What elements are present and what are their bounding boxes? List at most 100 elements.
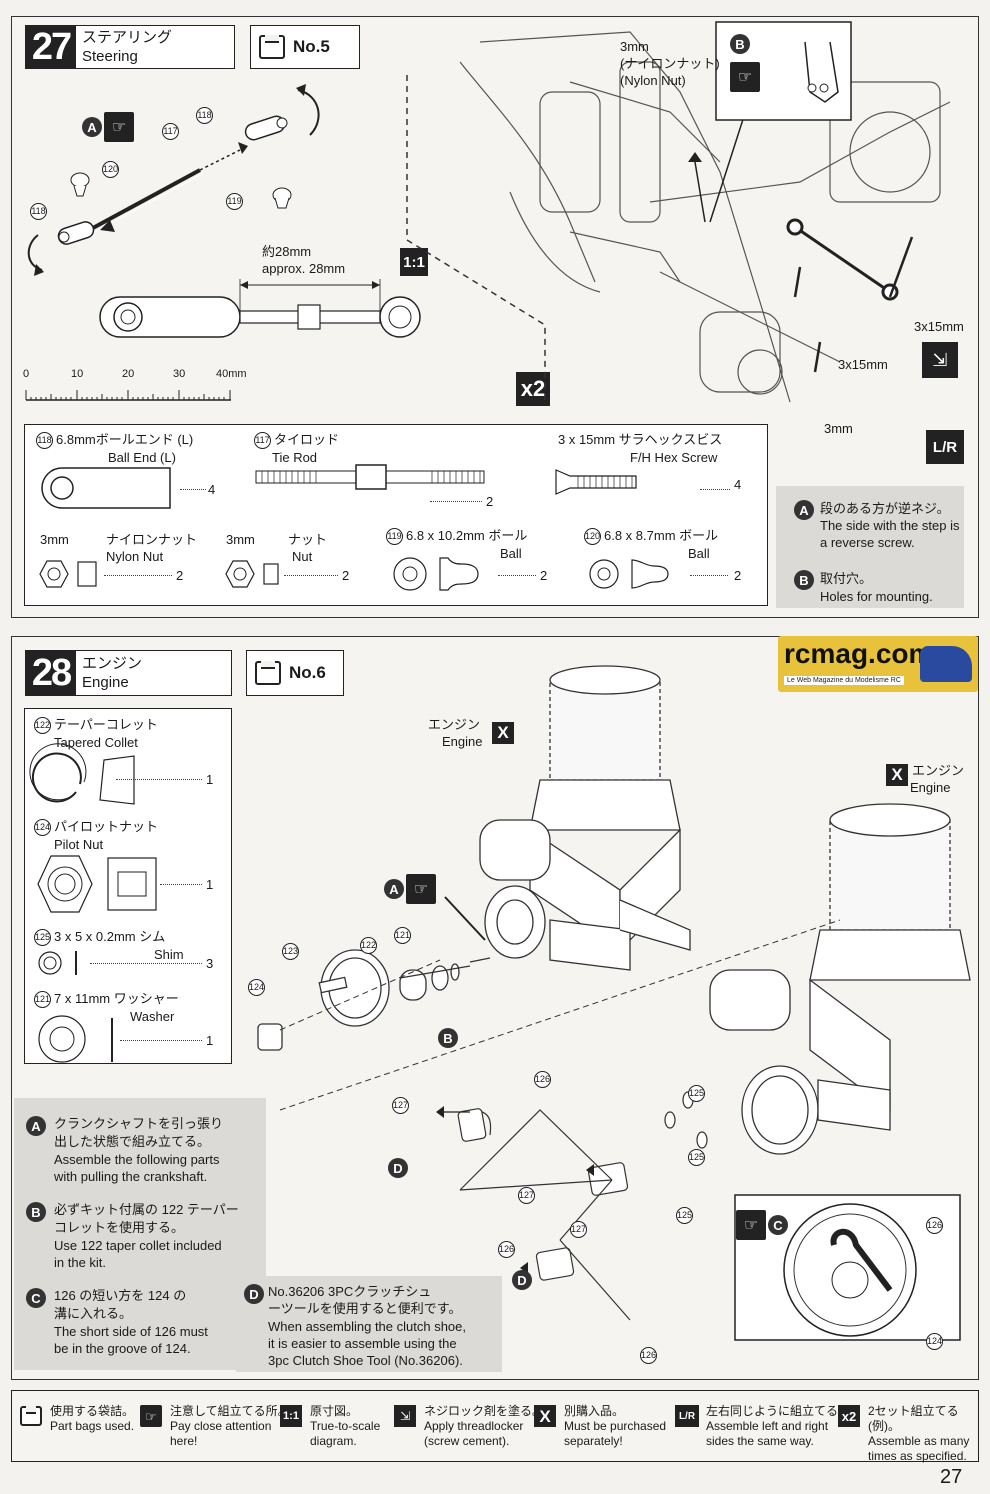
- ref-127-c: 127: [518, 1186, 538, 1205]
- note-b-jp1: 必ずキット付属の 122 テーパー: [54, 1202, 239, 1217]
- engine-exploded-diagram: [257, 665, 971, 1341]
- bag-icon: [20, 1406, 42, 1426]
- bag-no5: No.5: [250, 25, 360, 69]
- ref-126-c: 126: [640, 1346, 660, 1365]
- nylon-nut-qty: 2: [176, 568, 184, 583]
- step-title-jp: エンジン: [82, 655, 143, 672]
- tie-rod-drawing: [255, 464, 485, 490]
- callout-a-step28: A ☞: [384, 874, 436, 904]
- part-118-name-en: Ball End (L): [108, 450, 176, 465]
- ruler-label-0: 0: [23, 368, 30, 380]
- ref-124-b: 124: [926, 1332, 946, 1351]
- part-ref-117: 117: [162, 122, 182, 141]
- ball-end-drawing: [41, 467, 171, 509]
- step-27-header: 27 ステアリング Steering: [25, 25, 235, 69]
- part-117-name-en: Tie Rod: [272, 450, 318, 465]
- part-118-qty: 4: [208, 482, 216, 497]
- part-ref-119: 119: [226, 192, 246, 211]
- note-c-en1: The short side of 126 must: [54, 1324, 208, 1339]
- part-120-qty: 2: [734, 568, 742, 583]
- note-b-en1: Use 122 taper collet included: [54, 1238, 222, 1253]
- screw-qty: 4: [734, 477, 742, 492]
- legend-bag: 使用する袋詰。Part bags used.: [18, 1404, 134, 1434]
- bag-label: No.6: [289, 663, 326, 682]
- x-purchase-icon: X: [492, 722, 514, 744]
- callout-b-step28: B: [438, 1028, 458, 1048]
- flat-head-screw-drawing: [555, 469, 637, 495]
- part-117-qty: 2: [486, 494, 494, 509]
- note-c-jp2: 溝に入れる。: [54, 1306, 133, 1321]
- x-purchase-icon-2: X: [886, 764, 908, 786]
- note-a-en1: Assemble the following parts: [54, 1152, 220, 1167]
- ref-126-d: 126: [926, 1216, 946, 1235]
- callout-b: B: [730, 34, 750, 54]
- step-title-en: Steering: [82, 48, 138, 65]
- screw-label-2: 3x15mm: [838, 357, 888, 372]
- part-119-qty: 2: [540, 568, 548, 583]
- note-c-jp1: 126 の短い方を 124 の: [54, 1288, 187, 1303]
- ruler-label-30: 30: [173, 368, 186, 380]
- nylon-nut-drawing: [39, 560, 97, 588]
- hand-icon: ☞: [104, 112, 134, 142]
- screw-name-jp: 3 x 15mm サラヘックスビス: [558, 432, 723, 447]
- note-a-en: The side with the step is a reverse scre…: [820, 518, 960, 550]
- legend-bar: [11, 1390, 979, 1462]
- nylon-nut-size: 3mm: [40, 532, 69, 547]
- engine-label2-jp: エンジン: [912, 763, 965, 778]
- multiplier-x2: x2: [516, 372, 550, 406]
- part-121-name-en: Washer: [130, 1009, 175, 1024]
- nut-name-en: Nut: [292, 549, 313, 564]
- step-28-notes-right: [236, 1276, 502, 1372]
- hand-icon: ☞: [736, 1210, 766, 1240]
- hand-icon-b: ☞: [730, 62, 760, 92]
- note-d-jp2: ーツールを使用すると便利です。: [268, 1301, 462, 1316]
- note-d-en3: 3pc Clutch Shoe Tool (No.36206).: [268, 1353, 463, 1368]
- screw-name-en: F/H Hex Screw: [630, 450, 718, 465]
- pilot-nut-drawing: [37, 855, 157, 913]
- part-122-qty: 1: [206, 772, 214, 787]
- bag-label: No.5: [293, 37, 330, 56]
- ball-120-drawing: [589, 559, 669, 589]
- scale-icon: 1:1: [280, 1405, 302, 1427]
- nylon-nut-label-jp: (ナイロンナット): [620, 56, 720, 71]
- rc-car-icon: [920, 646, 972, 682]
- washer-drawing: [38, 1015, 113, 1063]
- part-125-qty: 3: [206, 956, 214, 971]
- nylon-nut-size-label: 3mm: [620, 39, 649, 54]
- step-number: 27: [26, 26, 76, 68]
- ref-127-b: 127: [570, 1220, 590, 1239]
- note-b-jp2: コレットを使用する。: [54, 1220, 185, 1235]
- x2-icon: x2: [838, 1405, 860, 1427]
- dimension-en: approx. 28mm: [262, 261, 346, 276]
- nut-size: 3mm: [226, 532, 255, 547]
- part-122-name-en: Tapered Collet: [54, 735, 138, 750]
- note-c-badge: C: [26, 1288, 46, 1308]
- ruler-label-20: 20: [122, 368, 135, 380]
- note-a-jp: 段のある方が逆ネジ。: [820, 501, 950, 516]
- ruler-label-10: 10: [71, 368, 84, 380]
- note-b-jp: 取付穴。: [820, 571, 873, 586]
- legend-threadlock: ⇲ ネジロック剤を塗る。Apply threadlocker(screw cem…: [392, 1404, 544, 1449]
- part-124-name-en: Pilot Nut: [54, 837, 104, 852]
- part-124-qty: 1: [206, 877, 214, 892]
- threadlock-icon: ⇲: [394, 1405, 416, 1427]
- nut-name-jp: ナット: [288, 532, 328, 547]
- ref-126-b: 126: [498, 1240, 518, 1259]
- nut-qty: 2: [342, 568, 350, 583]
- note-a-jp2: 出した状態で組み立てる。: [54, 1134, 211, 1149]
- note-a-badge: A: [26, 1116, 46, 1136]
- callout-d2: D: [512, 1270, 532, 1290]
- note-d-en1: When assembling the clutch shoe,: [268, 1319, 466, 1334]
- note-a-en2: with pulling the crankshaft.: [54, 1169, 208, 1184]
- note-d-en2: it is easier to assemble using the: [268, 1336, 457, 1351]
- engine-label2-en: Engine: [910, 780, 951, 795]
- ref-126-a: 126: [534, 1070, 554, 1089]
- ref-121: 121: [394, 926, 414, 945]
